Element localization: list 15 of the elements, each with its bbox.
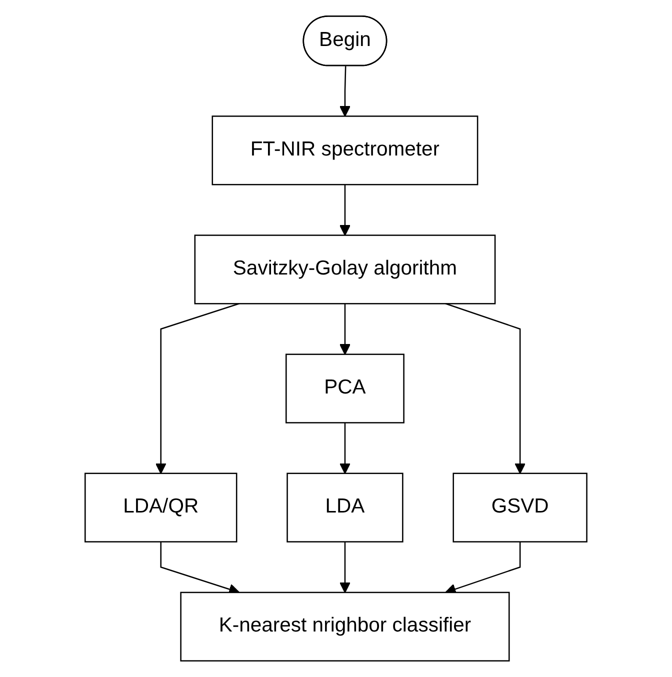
node-box [180,592,510,662]
node-box [194,234,496,304]
arrow [339,542,351,593]
flowchart-drawing: Begin FT-NIR spectrometer Savitzky-Golay algorithm PCA LDA/QR LDA GSVD K-nearest nrighbor classifier [75,6,597,671]
node-box [452,472,588,542]
node-box [84,472,238,542]
arrow [339,304,351,355]
arrow [339,422,351,474]
arrow [445,303,526,474]
arrow [339,66,351,117]
arrow [339,184,351,236]
arrow [155,303,240,474]
node-box [286,354,404,424]
node-box [212,116,478,186]
node-box [286,472,404,542]
